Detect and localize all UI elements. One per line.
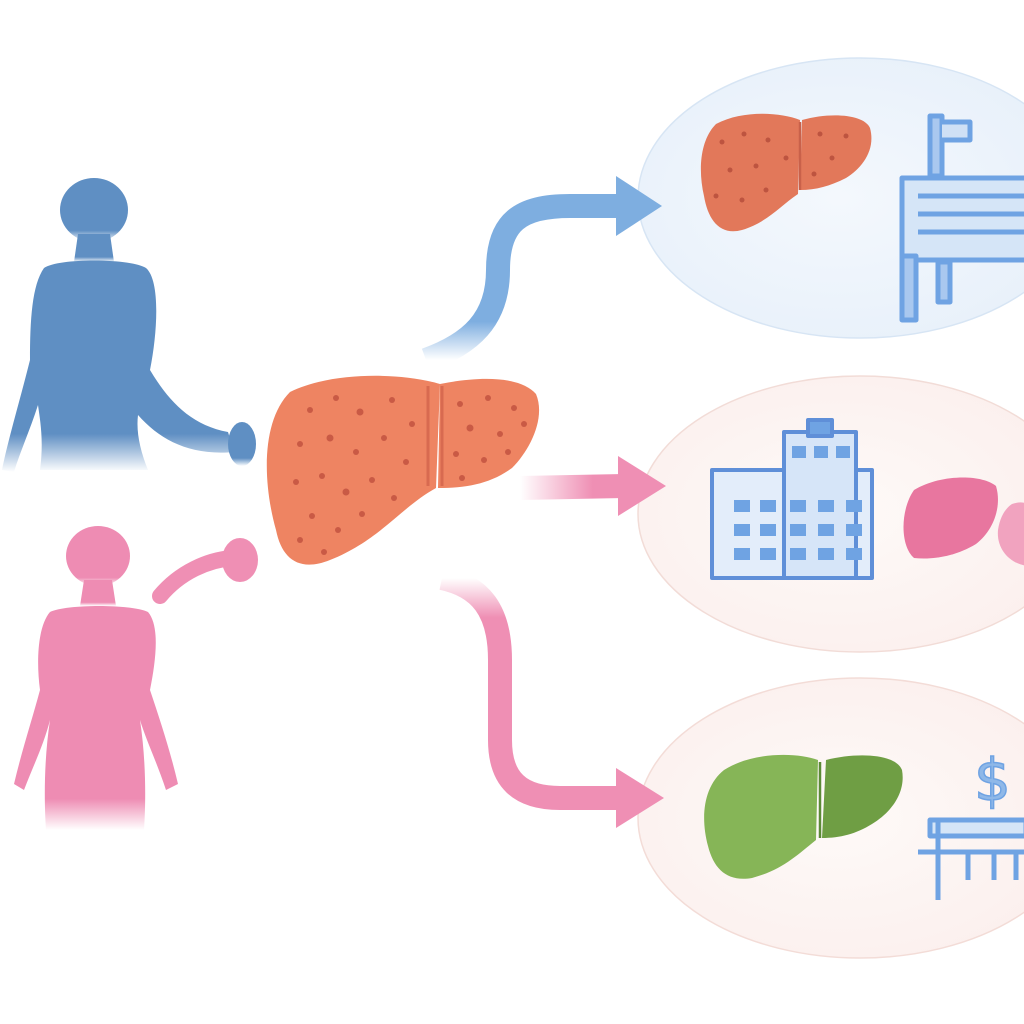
top-liver-icon xyxy=(700,113,872,232)
middle-liver-icon xyxy=(903,477,1024,566)
hospital-building-icon xyxy=(710,418,874,580)
bottom-liver-icon xyxy=(704,754,903,879)
female-figure-icon xyxy=(14,526,178,830)
central-liver-icon xyxy=(266,375,540,565)
dollar-sign-icon: $ xyxy=(973,745,1011,815)
arrow-female-to-liver xyxy=(152,538,258,604)
dollar-symbol: $ xyxy=(974,746,1011,814)
medical-equipment-icon xyxy=(899,113,1024,323)
arrow-to-middle-outcome xyxy=(519,456,666,516)
arrow-to-bottom-outcome xyxy=(439,566,664,828)
male-figure-icon xyxy=(2,178,256,472)
arrow-to-top-outcome xyxy=(421,176,662,372)
hospital-bed-icon xyxy=(918,817,1024,900)
